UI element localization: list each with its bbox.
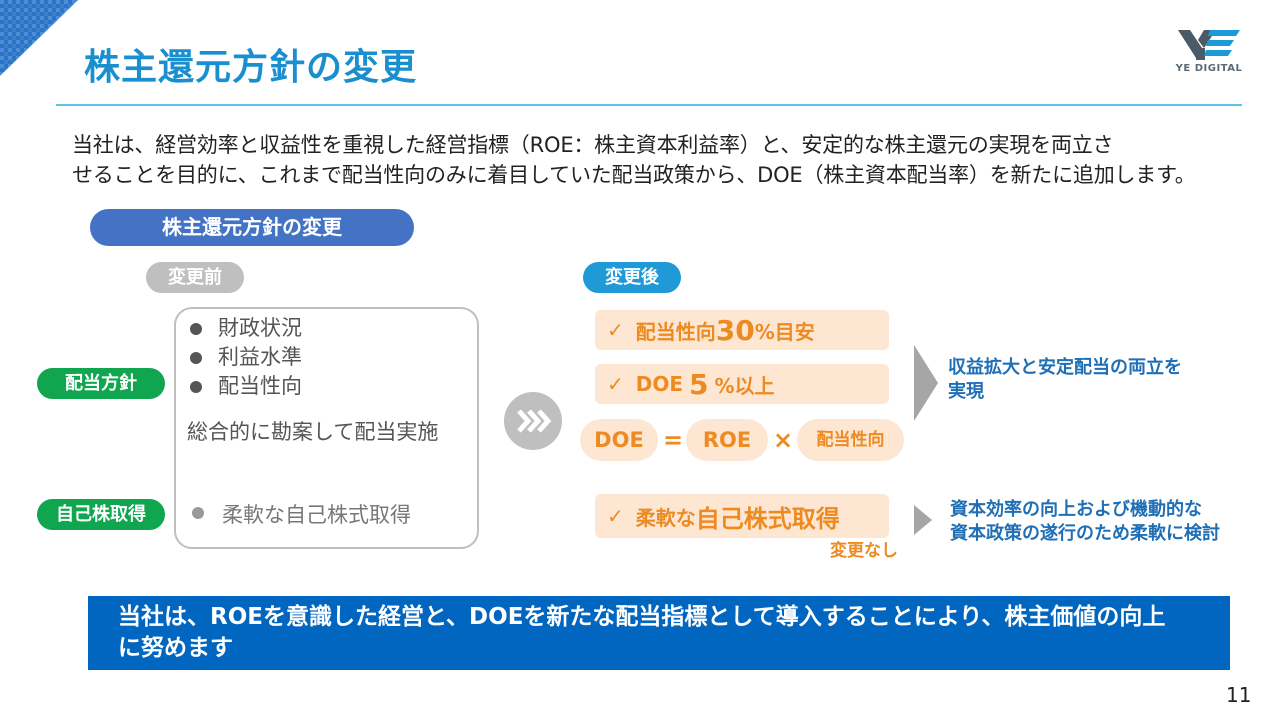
check-icon: ✓ bbox=[607, 372, 624, 396]
formula-times: × bbox=[773, 426, 794, 454]
dividend-result-text: 収益拡大と安定配当の両立を 実現 bbox=[948, 356, 1238, 404]
banner-line: 当社は、ROEを意識した経営と、DOEを新たな配当指標として導入することにより、… bbox=[118, 604, 1166, 630]
result-line: 資本政策の遂行のため柔軟に検討 bbox=[950, 523, 1220, 544]
title-divider bbox=[56, 104, 1242, 106]
buyback-result-text: 資本効率の向上および機動的な 資本政策の遂行のため柔軟に検討 bbox=[950, 498, 1260, 546]
before-policy-box bbox=[174, 307, 479, 549]
formula-payout: 配当性向 bbox=[797, 419, 904, 461]
triple-chevron-right-icon bbox=[504, 392, 562, 450]
before-label: 変更前 bbox=[146, 262, 244, 293]
intro-paragraph: 当社は、経営効率と収益性を重視した経営指標（ROE：株主資本利益率）と、安定的な… bbox=[72, 130, 1222, 190]
before-summary: 総合的に勘案して配当実施 bbox=[187, 420, 439, 444]
payout-suffix: %目安 bbox=[754, 319, 815, 344]
payout-number: 30 bbox=[715, 313, 755, 347]
payout-prefix: 配当性向 bbox=[635, 319, 716, 344]
page-number: 11 bbox=[1226, 683, 1252, 707]
intro-line: せることを目的に、これまで配当性向のみに着目していた配当政策から、DOE（株主資… bbox=[72, 163, 1196, 187]
formula-roe: ROE bbox=[686, 419, 768, 461]
result-arrow-icon bbox=[914, 505, 932, 535]
result-line: 実現 bbox=[948, 381, 984, 402]
doe-number: 5 bbox=[689, 367, 709, 401]
ye-digital-logo bbox=[1178, 30, 1240, 60]
result-line: 資本効率の向上および機動的な bbox=[950, 499, 1202, 520]
buyback-main: 自己株式取得 bbox=[695, 504, 840, 533]
list-item: 利益水準 bbox=[188, 343, 302, 372]
before-buyback-item: 柔軟な自己株式取得 bbox=[192, 499, 411, 529]
dividend-policy-label: 配当方針 bbox=[37, 368, 165, 399]
payout-ratio-target: ✓ 配当性向 30 %目安 bbox=[595, 310, 889, 350]
result-arrow-icon bbox=[914, 345, 938, 421]
list-item: 財政状況 bbox=[188, 314, 302, 343]
formula-equals: = bbox=[663, 426, 684, 454]
list-item: 配当性向 bbox=[188, 372, 302, 401]
before-bullet-list: 財政状況 利益水準 配当性向 bbox=[188, 314, 302, 401]
logo-text: YE DIGITAL bbox=[1175, 63, 1243, 74]
intro-line: 当社は、経営効率と収益性を重視した経営指標（ROE：株主資本利益率）と、安定的な… bbox=[72, 133, 1114, 157]
conclusion-banner: 当社は、ROEを意識した経営と、DOEを新たな配当指標として導入することにより、… bbox=[88, 596, 1230, 670]
after-label: 変更後 bbox=[583, 262, 681, 293]
result-line: 収益拡大と安定配当の両立を bbox=[948, 357, 1182, 378]
doe-target: ✓ DOE 5 %以上 bbox=[595, 364, 889, 404]
check-icon: ✓ bbox=[607, 504, 624, 528]
banner-line: に努めます bbox=[118, 635, 233, 661]
formula-doe: DOE bbox=[580, 419, 658, 461]
page-title: 株主還元方針の変更 bbox=[84, 47, 418, 88]
flexible-buyback: ✓ 柔軟な 自己株式取得 bbox=[595, 494, 889, 538]
unchanged-note: 変更なし bbox=[830, 541, 898, 561]
corner-triangle-decoration bbox=[0, 0, 78, 76]
section-label: 株主還元方針の変更 bbox=[90, 209, 414, 246]
buyback-prefix: 柔軟な bbox=[635, 505, 696, 530]
share-buyback-label: 自己株取得 bbox=[37, 499, 165, 530]
doe-suffix: %以上 bbox=[714, 373, 775, 398]
doe-prefix: DOE bbox=[635, 372, 684, 396]
check-icon: ✓ bbox=[607, 318, 624, 342]
